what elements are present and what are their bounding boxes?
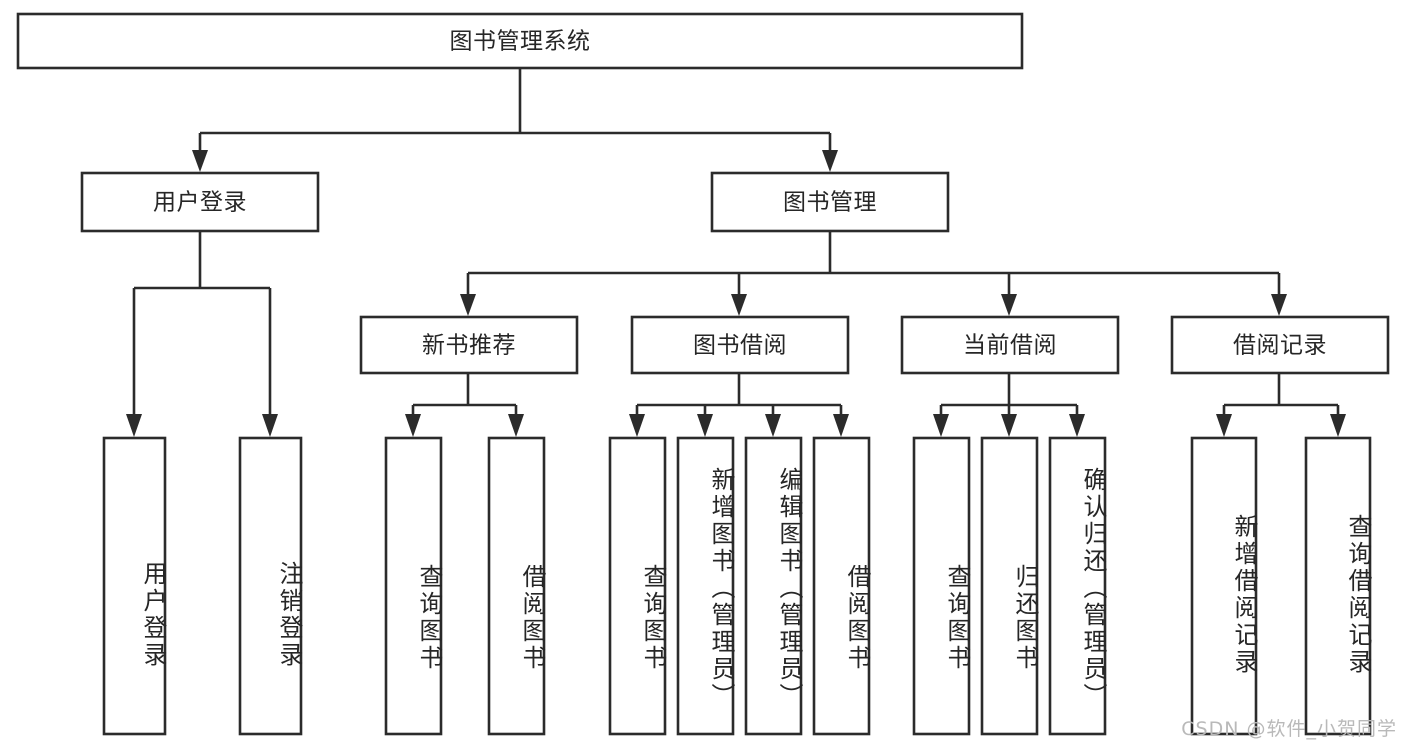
node-book-borrow-label: 图书借阅: [693, 333, 787, 359]
node-root[interactable]: 图书管理系统: [16, 12, 1024, 70]
arrow-head-leaf-borrow-book-2: [833, 414, 849, 437]
leaf-node-group: [102, 436, 1372, 736]
leaf-confirm-return-box[interactable]: [1048, 436, 1107, 736]
leaf-query-book-2-box[interactable]: [608, 436, 667, 736]
node-new-book-recommend[interactable]: 新书推荐: [359, 315, 579, 375]
node-book-borrow[interactable]: 图书借阅: [630, 315, 850, 375]
arrow-head-leaf-user-logout: [262, 414, 278, 437]
leaf-query-record-box[interactable]: [1304, 436, 1372, 736]
arrow-head-leaf-edit-book: [765, 414, 781, 437]
arrow-head-leaf-add-book: [697, 414, 713, 437]
leaf-user-login-box[interactable]: [102, 436, 167, 736]
arrow-head-borrow-record: [1271, 294, 1287, 316]
arrow-head-leaf-query-book-1: [405, 414, 421, 437]
node-new-book-recommend-label: 新书推荐: [422, 333, 516, 359]
csdn-watermark: CSDN @软件_小贺同学: [1181, 718, 1397, 740]
node-book-borrow-box[interactable]: [630, 315, 850, 375]
arrow-head-leaf-query-book-3: [933, 414, 949, 437]
leaf-add-book-box[interactable]: [676, 436, 735, 736]
leaf-borrow-book-1-box[interactable]: [487, 436, 546, 736]
arrow-head-leaf-return-book: [1001, 414, 1017, 437]
arrow-head-leaf-query-record: [1330, 414, 1346, 437]
arrow-head-book-manage: [822, 150, 838, 172]
connector-group: [126, 68, 1346, 437]
arrow-head-leaf-user-login: [126, 414, 142, 437]
node-borrow-record[interactable]: 借阅记录: [1170, 315, 1390, 375]
arrow-head-book-borrow: [731, 294, 747, 316]
node-book-manage[interactable]: 图书管理: [710, 171, 950, 233]
node-book-manage-label: 图书管理: [783, 190, 877, 216]
arrow-head-leaf-borrow-book-1: [508, 414, 524, 437]
arrow-head-current-borrow: [1001, 294, 1017, 316]
leaf-add-record-box[interactable]: [1190, 436, 1258, 736]
node-current-borrow[interactable]: 当前借阅: [900, 315, 1120, 375]
node-borrow-record-box[interactable]: [1170, 315, 1390, 375]
node-user-login-label: 用户登录: [153, 190, 247, 216]
leaf-user-logout-box[interactable]: [238, 436, 303, 736]
node-current-borrow-box[interactable]: [900, 315, 1120, 375]
node-user-login-box[interactable]: [80, 171, 320, 233]
leaf-query-book-1-box[interactable]: [384, 436, 443, 736]
leaf-return-book-box[interactable]: [980, 436, 1039, 736]
leaf-query-book-3-box[interactable]: [912, 436, 971, 736]
node-borrow-record-label: 借阅记录: [1233, 333, 1327, 359]
arrow-head-new-book-recommend: [460, 294, 476, 316]
node-new-book-recommend-box[interactable]: [359, 315, 579, 375]
arrow-head-leaf-add-record: [1216, 414, 1232, 437]
arrow-head-leaf-query-book-2: [629, 414, 645, 437]
node-root-label: 图书管理系统: [450, 29, 591, 55]
node-current-borrow-label: 当前借阅: [963, 333, 1057, 359]
node-root-box[interactable]: [16, 12, 1024, 70]
arrow-head-leaf-confirm-return: [1069, 414, 1085, 437]
leaf-borrow-book-2-box[interactable]: [812, 436, 871, 736]
leaf-edit-book-box[interactable]: [744, 436, 803, 736]
node-user-login[interactable]: 用户登录: [80, 171, 320, 233]
arrow-head-user-login: [192, 150, 208, 172]
node-book-manage-box[interactable]: [710, 171, 950, 233]
